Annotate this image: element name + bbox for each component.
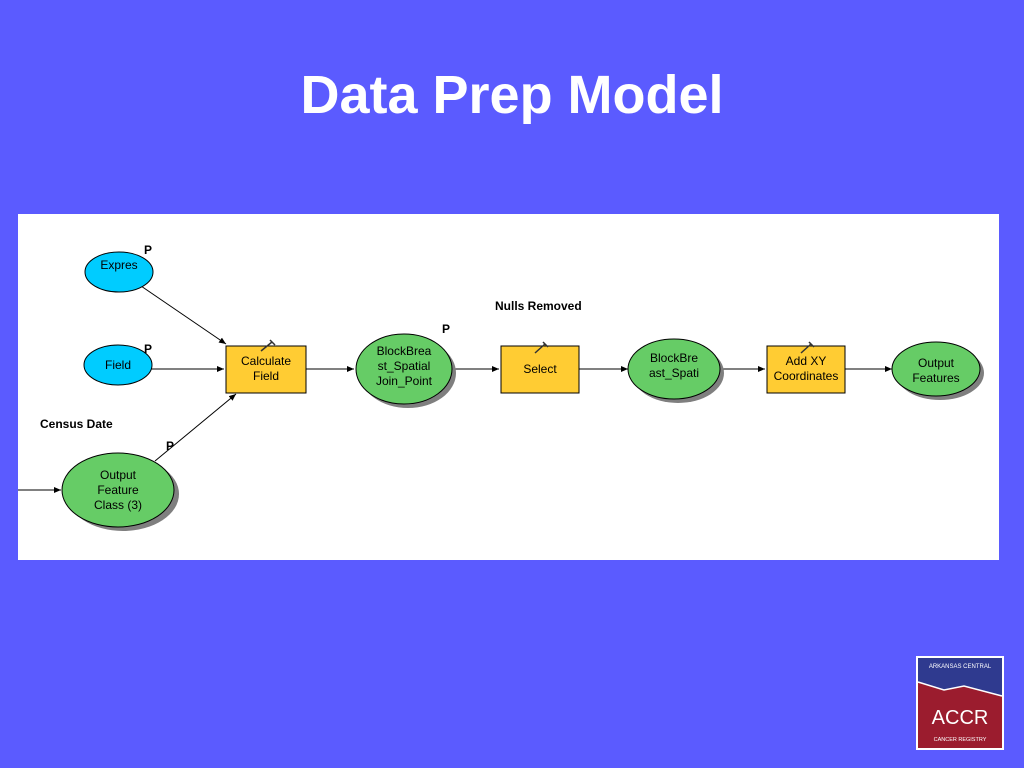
node-blockbreast-spatial-label-line-2: st_Spatial: [378, 359, 431, 373]
node-output-features-label-line-2: Features: [912, 371, 959, 385]
node-calculate-field-label-line-1: Calculate: [241, 354, 291, 368]
node-calculate-field[interactable]: Calculate Field: [225, 339, 307, 394]
label-census-date: Census Date: [40, 417, 113, 431]
model-diagram: Expres P Field P Calculate Field BlockBr…: [18, 214, 999, 560]
logo-bottom-text: CANCER REGISTRY: [934, 737, 987, 743]
node-blockbreast-spatial-join-point[interactable]: BlockBrea st_Spatial Join_Point: [355, 333, 456, 408]
node-output-feature-class-3[interactable]: Output Feature Class (3): [61, 452, 179, 531]
hammer-icon: [260, 339, 276, 352]
label-nulls-removed: Nulls Removed: [495, 299, 582, 313]
node-calculate-field-label-line-2: Field: [253, 369, 279, 383]
node-output-features-label-line-1: Output: [918, 356, 955, 370]
logo-acronym: ACCR: [932, 707, 989, 729]
param-marker-output-feature-class: P: [166, 439, 174, 453]
node-blockbreast-spatial-label-line-1: BlockBrea: [377, 344, 432, 358]
node-blockbreast-spati-label-line-1: BlockBre: [650, 351, 698, 365]
param-marker-expres: P: [144, 243, 152, 257]
node-blockbreast-spatial-label-line-3: Join_Point: [376, 374, 433, 388]
node-select[interactable]: Select: [500, 341, 580, 394]
node-expres-label: Expres: [100, 258, 137, 272]
slide-title: Data Prep Model: [300, 65, 724, 125]
param-marker-field: P: [144, 342, 152, 356]
node-field[interactable]: Field: [83, 344, 153, 386]
node-field-label: Field: [105, 358, 131, 372]
node-select-label: Select: [523, 362, 557, 376]
accr-logo-graphic: ARKANSAS CENTRAL ACCR CANCER REGISTRY: [916, 656, 1004, 750]
node-output-feature-class-label-line-1: Output: [100, 468, 137, 482]
param-marker-blockbreast-spatial: P: [442, 322, 450, 336]
node-expres[interactable]: Expres: [84, 251, 154, 293]
connector-expres-to-calculate-field: [140, 285, 227, 345]
node-blockbreast-spati[interactable]: BlockBre ast_Spati: [627, 338, 724, 403]
accr-logo: ARKANSAS CENTRAL ACCR CANCER REGISTRY: [916, 656, 1004, 750]
hammer-icon: [534, 341, 549, 354]
connector-output-feature-class-to-calculate-field: [154, 393, 237, 462]
hammer-icon: [800, 341, 815, 354]
node-add-xy-label-line-1: Add XY: [786, 354, 827, 368]
node-blockbreast-spati-label-line-2: ast_Spati: [649, 366, 699, 380]
node-output-feature-class-label-line-2: Feature: [97, 483, 139, 497]
node-add-xy-coordinates[interactable]: Add XY Coordinates: [766, 341, 846, 394]
node-add-xy-label-line-2: Coordinates: [774, 369, 839, 383]
connectors: [18, 285, 892, 493]
node-output-feature-class-label-line-3: Class (3): [94, 498, 142, 512]
node-output-features[interactable]: Output Features: [891, 341, 984, 400]
logo-top-text: ARKANSAS CENTRAL: [929, 664, 992, 670]
model-diagram-canvas: Expres P Field P Calculate Field BlockBr…: [18, 243, 984, 531]
